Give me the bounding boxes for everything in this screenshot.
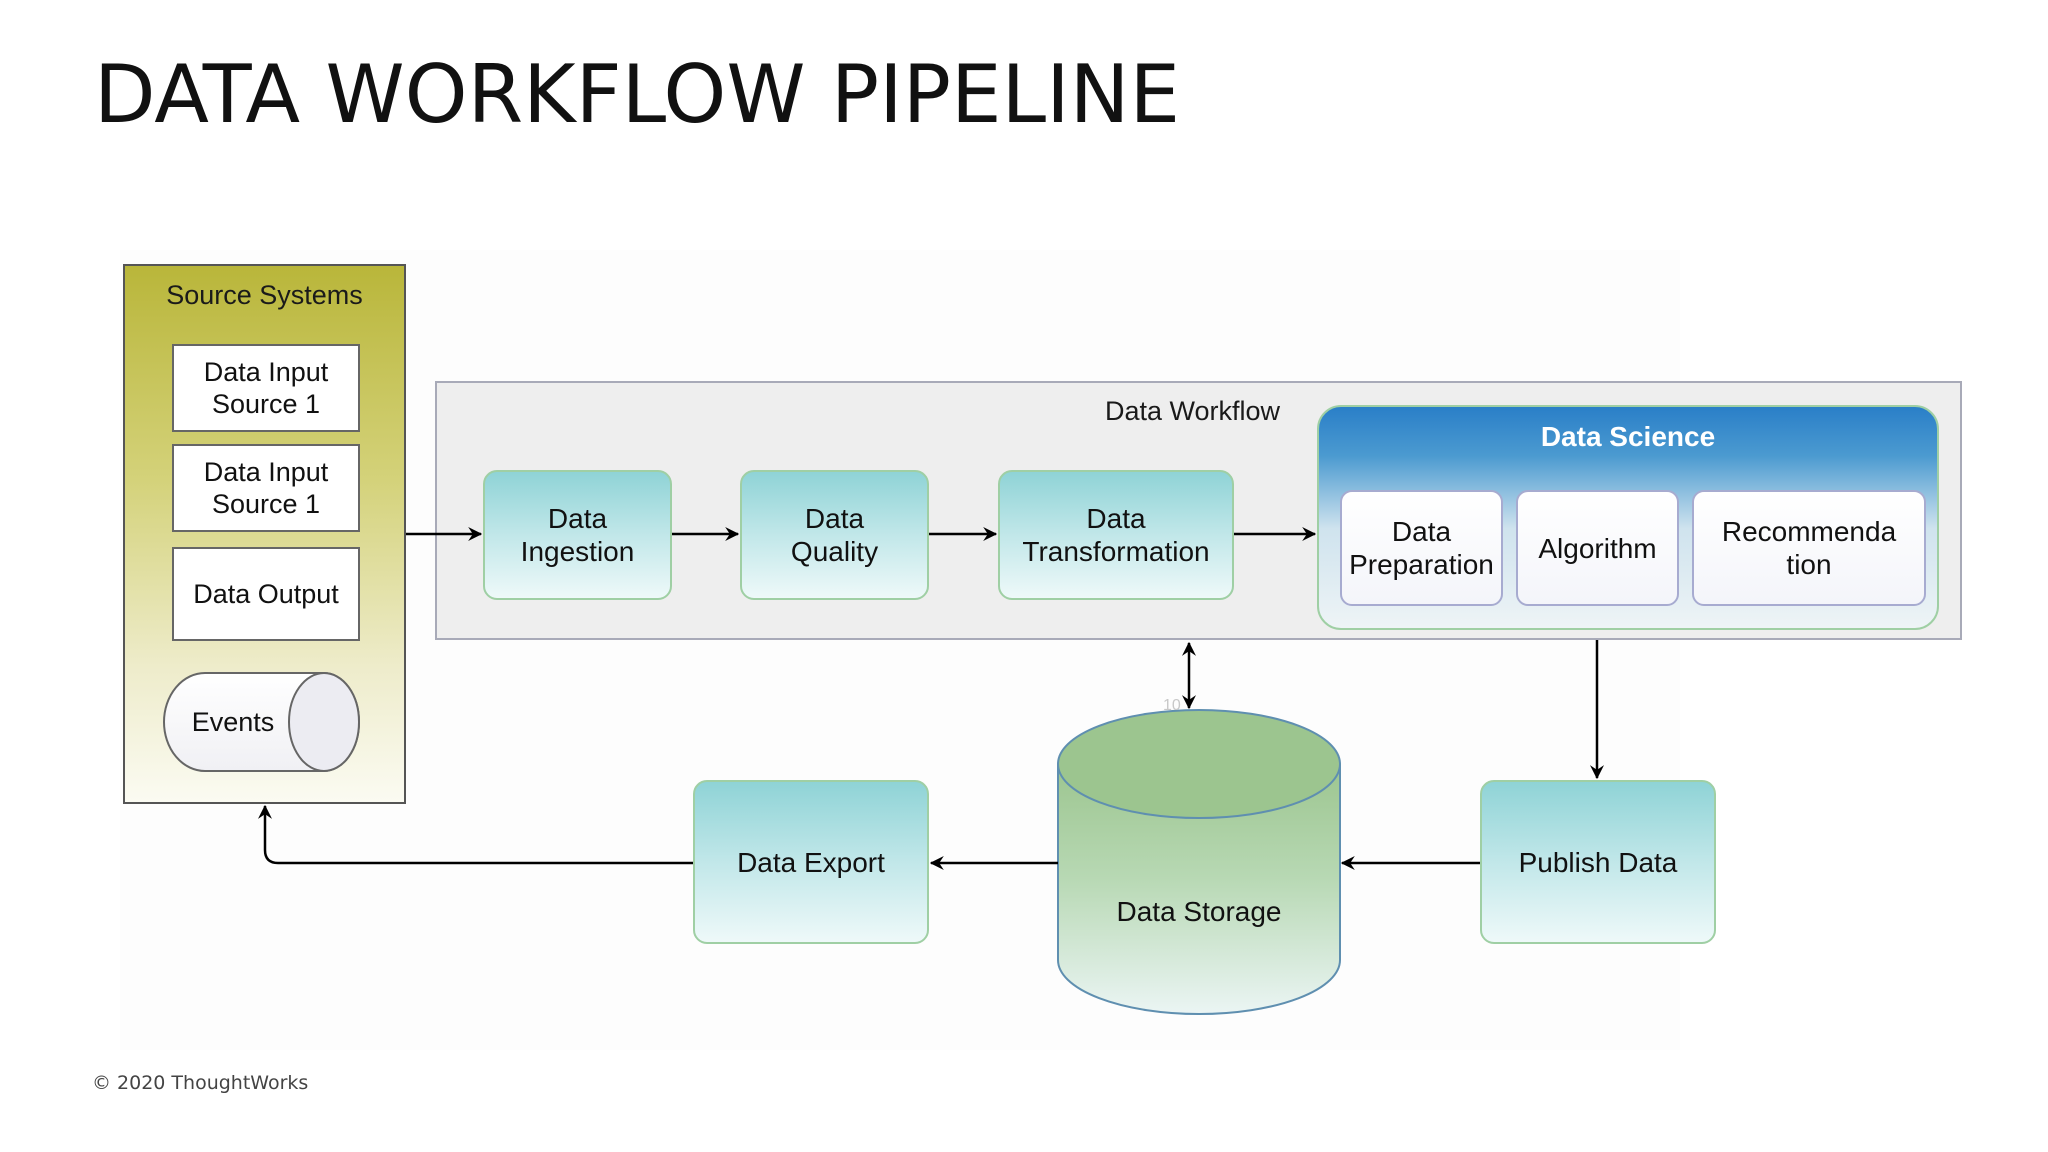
step-data-export: Data Export	[693, 780, 929, 944]
step-data-ingestion: Data Ingestion	[483, 470, 672, 600]
ds-algorithm: Algorithm	[1516, 490, 1679, 606]
page-marker: 10	[1163, 697, 1181, 714]
data-storage-label: Data Storage	[1117, 896, 1282, 927]
page-title: DATA WORKFLOW PIPELINE	[94, 48, 1181, 141]
source-systems-panel: Source Systems Data Input Source 1 Data …	[123, 264, 406, 804]
ds-data-preparation: Data Preparation	[1340, 490, 1503, 606]
footer-copyright: © 2020 ThoughtWorks	[92, 1072, 309, 1094]
source-item-input-1: Data Input Source 1	[172, 344, 360, 432]
source-item-input-2: Data Input Source 1	[172, 444, 360, 532]
events-cylinder: Events	[163, 672, 360, 772]
source-item-output: Data Output	[172, 547, 360, 641]
data-science-title: Data Science	[1540, 421, 1716, 452]
ds-recommendation: Recommenda tion	[1692, 490, 1926, 606]
step-data-quality: Data Quality	[740, 470, 929, 600]
step-publish-data: Publish Data	[1480, 780, 1716, 944]
data-science-panel: Data Science Data Preparation Algorithm …	[1317, 405, 1939, 630]
source-systems-title: Source Systems	[166, 280, 363, 310]
arrow-export-to-source	[258, 804, 693, 865]
data-workflow-label: Data Workflow	[1105, 396, 1281, 426]
data-storage-cylinder: Data Storage	[1057, 709, 1341, 1015]
step-data-transformation: Data Transformation	[998, 470, 1234, 600]
events-label: Events	[192, 707, 275, 737]
